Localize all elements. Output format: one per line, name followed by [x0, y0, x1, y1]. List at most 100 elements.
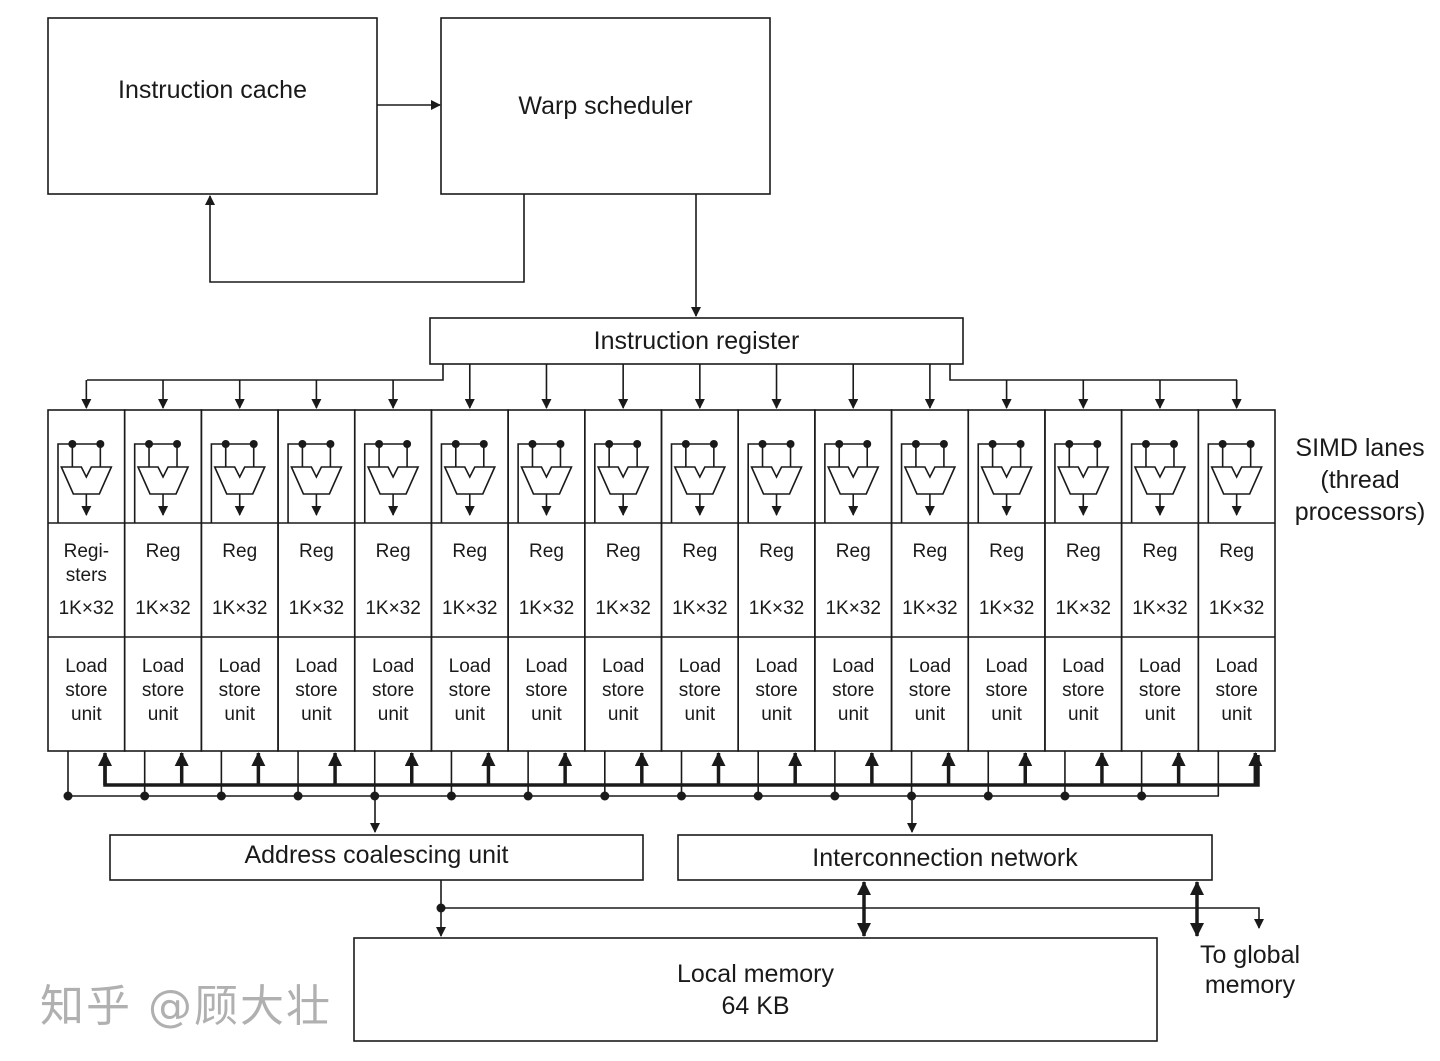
bus-junction [830, 791, 840, 801]
alu-feedback-wire [440, 443, 484, 523]
register-label: Reg [1142, 541, 1178, 562]
load-store-unit-label: unit [837, 704, 869, 725]
load-store-unit-label: unit [147, 704, 179, 725]
alu-feedback-wire [977, 443, 1021, 523]
bus-junction [677, 791, 686, 801]
register-size: 1K×32 [442, 598, 498, 619]
register-size: 1K×32 [672, 598, 728, 619]
alu-feedback-wire [824, 443, 868, 523]
wire-junction [221, 440, 230, 448]
register-label: Reg [1219, 541, 1255, 562]
interconnection-label: Interconnection network [812, 844, 1078, 872]
load-store-unit-label: store [755, 680, 798, 701]
register-size: 1K×32 [978, 598, 1035, 619]
simd-lane [1197, 409, 1276, 752]
alu-feedback-wire [210, 443, 254, 523]
alu-feedback-wire [133, 443, 178, 523]
wire-junction [911, 440, 920, 448]
wire-junction [1246, 440, 1255, 448]
register-size: 1K×32 [902, 598, 958, 619]
local-memory-box [353, 937, 1158, 1042]
load-store-unit-label: store [602, 680, 645, 701]
instruction-register-box [429, 317, 964, 365]
instruction-register-label: Instruction register [593, 327, 800, 355]
register-size: 1K×32 [748, 598, 805, 619]
alu-icon [60, 466, 113, 495]
wire-junction [709, 440, 718, 448]
alu-feedback-wire [747, 443, 791, 523]
load-store-unit-label: Load [755, 656, 798, 677]
warp-scheduler-box [440, 17, 771, 195]
wire-junction [835, 440, 844, 448]
wire-junction [988, 440, 997, 448]
bus-junction [370, 791, 380, 801]
local-memory-label: Local memory [677, 960, 834, 988]
bus-junction [600, 791, 610, 801]
load-store-unit-label: unit [1144, 704, 1176, 725]
register-size: 1K×32 [1132, 598, 1188, 619]
wire-junction [403, 440, 412, 448]
wire-junction [1093, 440, 1102, 448]
register-size: 1K×32 [1208, 598, 1265, 619]
bus-junction [446, 791, 456, 801]
wire-junction [173, 440, 182, 448]
local-memory-size: 64 KB [721, 992, 790, 1020]
alu-icon [1133, 466, 1187, 495]
register-size: 1K×32 [1055, 598, 1112, 619]
alu-icon [136, 466, 190, 495]
register-label: Reg [452, 541, 488, 562]
alu-icon [1057, 466, 1110, 495]
load-store-unit-label: Load [141, 656, 185, 677]
register-label: Reg [605, 541, 641, 562]
bus-junction [907, 791, 917, 801]
register-size: 1K×32 [135, 598, 191, 619]
load-store-unit-label: Load [908, 656, 952, 677]
load-store-unit-label: store [65, 680, 108, 701]
wire-junction [96, 440, 105, 448]
load-store-unit-label: Load [1138, 656, 1182, 677]
alu-feedback-wire [594, 443, 638, 523]
register-label: Reg [989, 541, 1025, 562]
wire-junction [1218, 440, 1227, 448]
load-store-unit-label: Load [525, 656, 568, 677]
register-label: Reg [222, 541, 258, 562]
wire-junction [68, 440, 77, 448]
load-store-unit-label: store [525, 680, 568, 701]
load-store-unit-label: store [448, 680, 491, 701]
wire-junction [633, 440, 642, 448]
wire-junction [939, 440, 948, 448]
wire-junction [298, 440, 307, 448]
wire-junction [145, 440, 154, 448]
bus-junction [140, 791, 150, 801]
register-size: 1K×32 [288, 598, 345, 619]
load-store-unit-label: unit [224, 704, 256, 725]
load-store-unit-label: unit [1221, 704, 1252, 725]
register-size: 1K×32 [595, 598, 651, 619]
alu-icon [596, 466, 650, 495]
alu-feedback-wire [517, 443, 561, 523]
alu-feedback-wire [1130, 443, 1174, 523]
bus-junction [293, 791, 303, 801]
load-store-unit-label: Load [448, 656, 491, 677]
load-store-unit-label: store [1138, 680, 1182, 701]
wire-junction [479, 440, 488, 448]
address-coalescing-box [109, 834, 644, 881]
alu-feedback-wire [1054, 443, 1098, 523]
register-size: 1K×32 [211, 598, 268, 619]
bus-junction [216, 791, 226, 801]
wire-junction [556, 440, 565, 448]
alu-feedback-wire [363, 443, 408, 523]
load-store-unit-label: Load [1062, 656, 1105, 677]
wire-junction [1016, 440, 1025, 448]
load-store-unit-label: unit [301, 704, 332, 725]
load-store-unit-label: unit [684, 704, 716, 725]
instruction-cache-label: Instruction cache [118, 76, 307, 104]
alu-icon [980, 466, 1033, 495]
warp-scheduler-label: Warp scheduler [518, 92, 693, 120]
load-store-unit-label: unit [71, 704, 102, 725]
alu-feedback-wire [287, 443, 331, 523]
bus-junction [753, 791, 763, 801]
load-store-unit-label: unit [991, 704, 1022, 725]
alu-icon [826, 466, 880, 495]
